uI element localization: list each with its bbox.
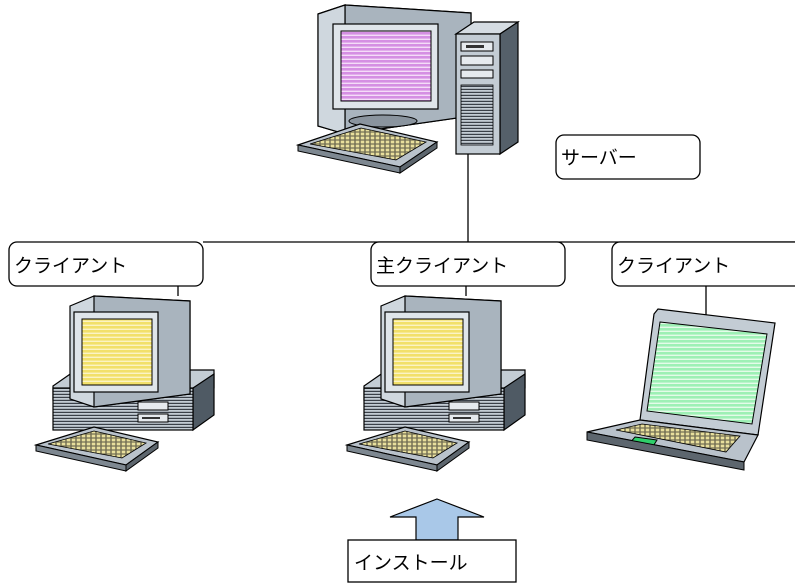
- desktop-computer-icon: [344, 295, 526, 472]
- client-right-label-box: [611, 241, 795, 287]
- client-right-label: クライアント: [617, 255, 730, 277]
- server-label: サーバー: [561, 147, 637, 169]
- laptop-computer-icon: [586, 308, 776, 471]
- install-label-box: [347, 539, 517, 583]
- install-label: インストール: [354, 552, 468, 574]
- client-left-label: クライアント: [14, 255, 127, 277]
- client-left-label-box: [8, 241, 204, 287]
- client-main-label-box: [370, 241, 566, 287]
- client-main-label: 主クライアント: [376, 255, 508, 277]
- server-computer-icon: [295, 4, 520, 174]
- network-lines: [177, 150, 795, 316]
- server-label-box: [555, 134, 701, 180]
- up-arrow-icon: [389, 498, 485, 541]
- desktop-computer-icon: [33, 295, 215, 472]
